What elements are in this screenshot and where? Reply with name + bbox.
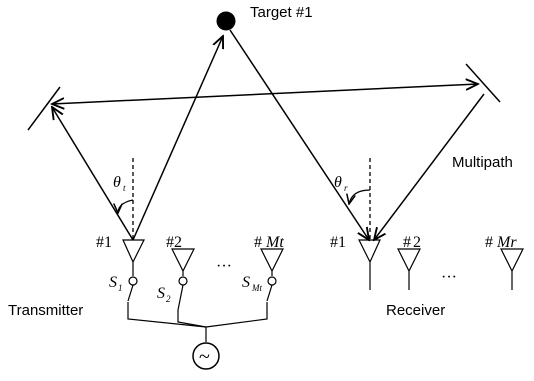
- tx-antenna-1-prefix: #: [96, 234, 104, 251]
- tx-antenna-2-index: 2: [174, 234, 182, 251]
- tx-antenna-2-prefix: #: [166, 234, 174, 251]
- switch-mt-subscript: Mt: [251, 283, 262, 293]
- target-label: Target #1: [250, 4, 313, 21]
- rx-ellipsis: ···: [441, 269, 457, 286]
- transmitter-label: Transmitter: [8, 302, 83, 319]
- right-reflector: [465, 63, 501, 103]
- tx-antenna-mt: # Mt: [254, 234, 284, 286]
- rx-angle-subscript: r: [344, 183, 348, 193]
- rx-antenna-mr-prefix: #: [485, 234, 493, 251]
- switch-mt-blade: [266, 284, 273, 302]
- receiver-label: Receiver: [386, 302, 445, 319]
- tx-antenna-2: # 2: [166, 234, 195, 286]
- target-dot: [216, 11, 236, 31]
- switch-2-letter: S: [157, 285, 165, 302]
- tx-to-reflector-path: [52, 107, 134, 241]
- switch-mt-letter: S: [242, 274, 250, 291]
- tx-to-target-path: [132, 36, 223, 241]
- multipath-label: Multipath: [452, 154, 513, 171]
- feed-network: [127, 302, 268, 342]
- rx-antenna-mr-index: Mr: [496, 234, 517, 251]
- tx-ellipsis: ···: [216, 258, 232, 275]
- source-symbol: ~: [199, 346, 210, 368]
- tx-angle-symbol: θ: [113, 174, 121, 191]
- rx-angle-symbol: θ: [334, 174, 342, 191]
- rx-antenna-2-index: 2: [413, 234, 421, 251]
- switch-2-blade: [177, 284, 184, 311]
- tx-angle-subscript: t: [123, 183, 126, 193]
- rx-antenna-2: # 2: [397, 234, 421, 290]
- tx-antenna-1-index: 1: [104, 234, 112, 251]
- tx-antenna-mt-index: Mt: [265, 234, 284, 251]
- multipath-link: [52, 84, 478, 104]
- target-to-rx-path: [229, 29, 369, 240]
- rx-antenna-mr: # Mr: [485, 234, 524, 290]
- tx-antenna-mt-prefix: #: [254, 234, 262, 251]
- switch-1-blade: [127, 284, 134, 302]
- signal-source: [192, 342, 220, 370]
- rx-angle-arc: [349, 189, 371, 204]
- rx-antenna-1: # 1: [330, 234, 381, 290]
- rx-antenna-2-prefix: #: [403, 234, 411, 251]
- left-reflector: [27, 86, 61, 131]
- switch-1-letter: S: [109, 274, 117, 291]
- tx-angle-arc: [118, 199, 134, 213]
- rx-antenna-1-index: 1: [338, 234, 346, 251]
- tx-antenna-1: # 1: [96, 234, 145, 286]
- rx-antenna-1-prefix: #: [330, 234, 338, 251]
- switch-2-subscript: 2: [166, 294, 171, 304]
- switch-1-subscript: 1: [118, 283, 123, 293]
- reflector-to-rx-path: [374, 93, 485, 240]
